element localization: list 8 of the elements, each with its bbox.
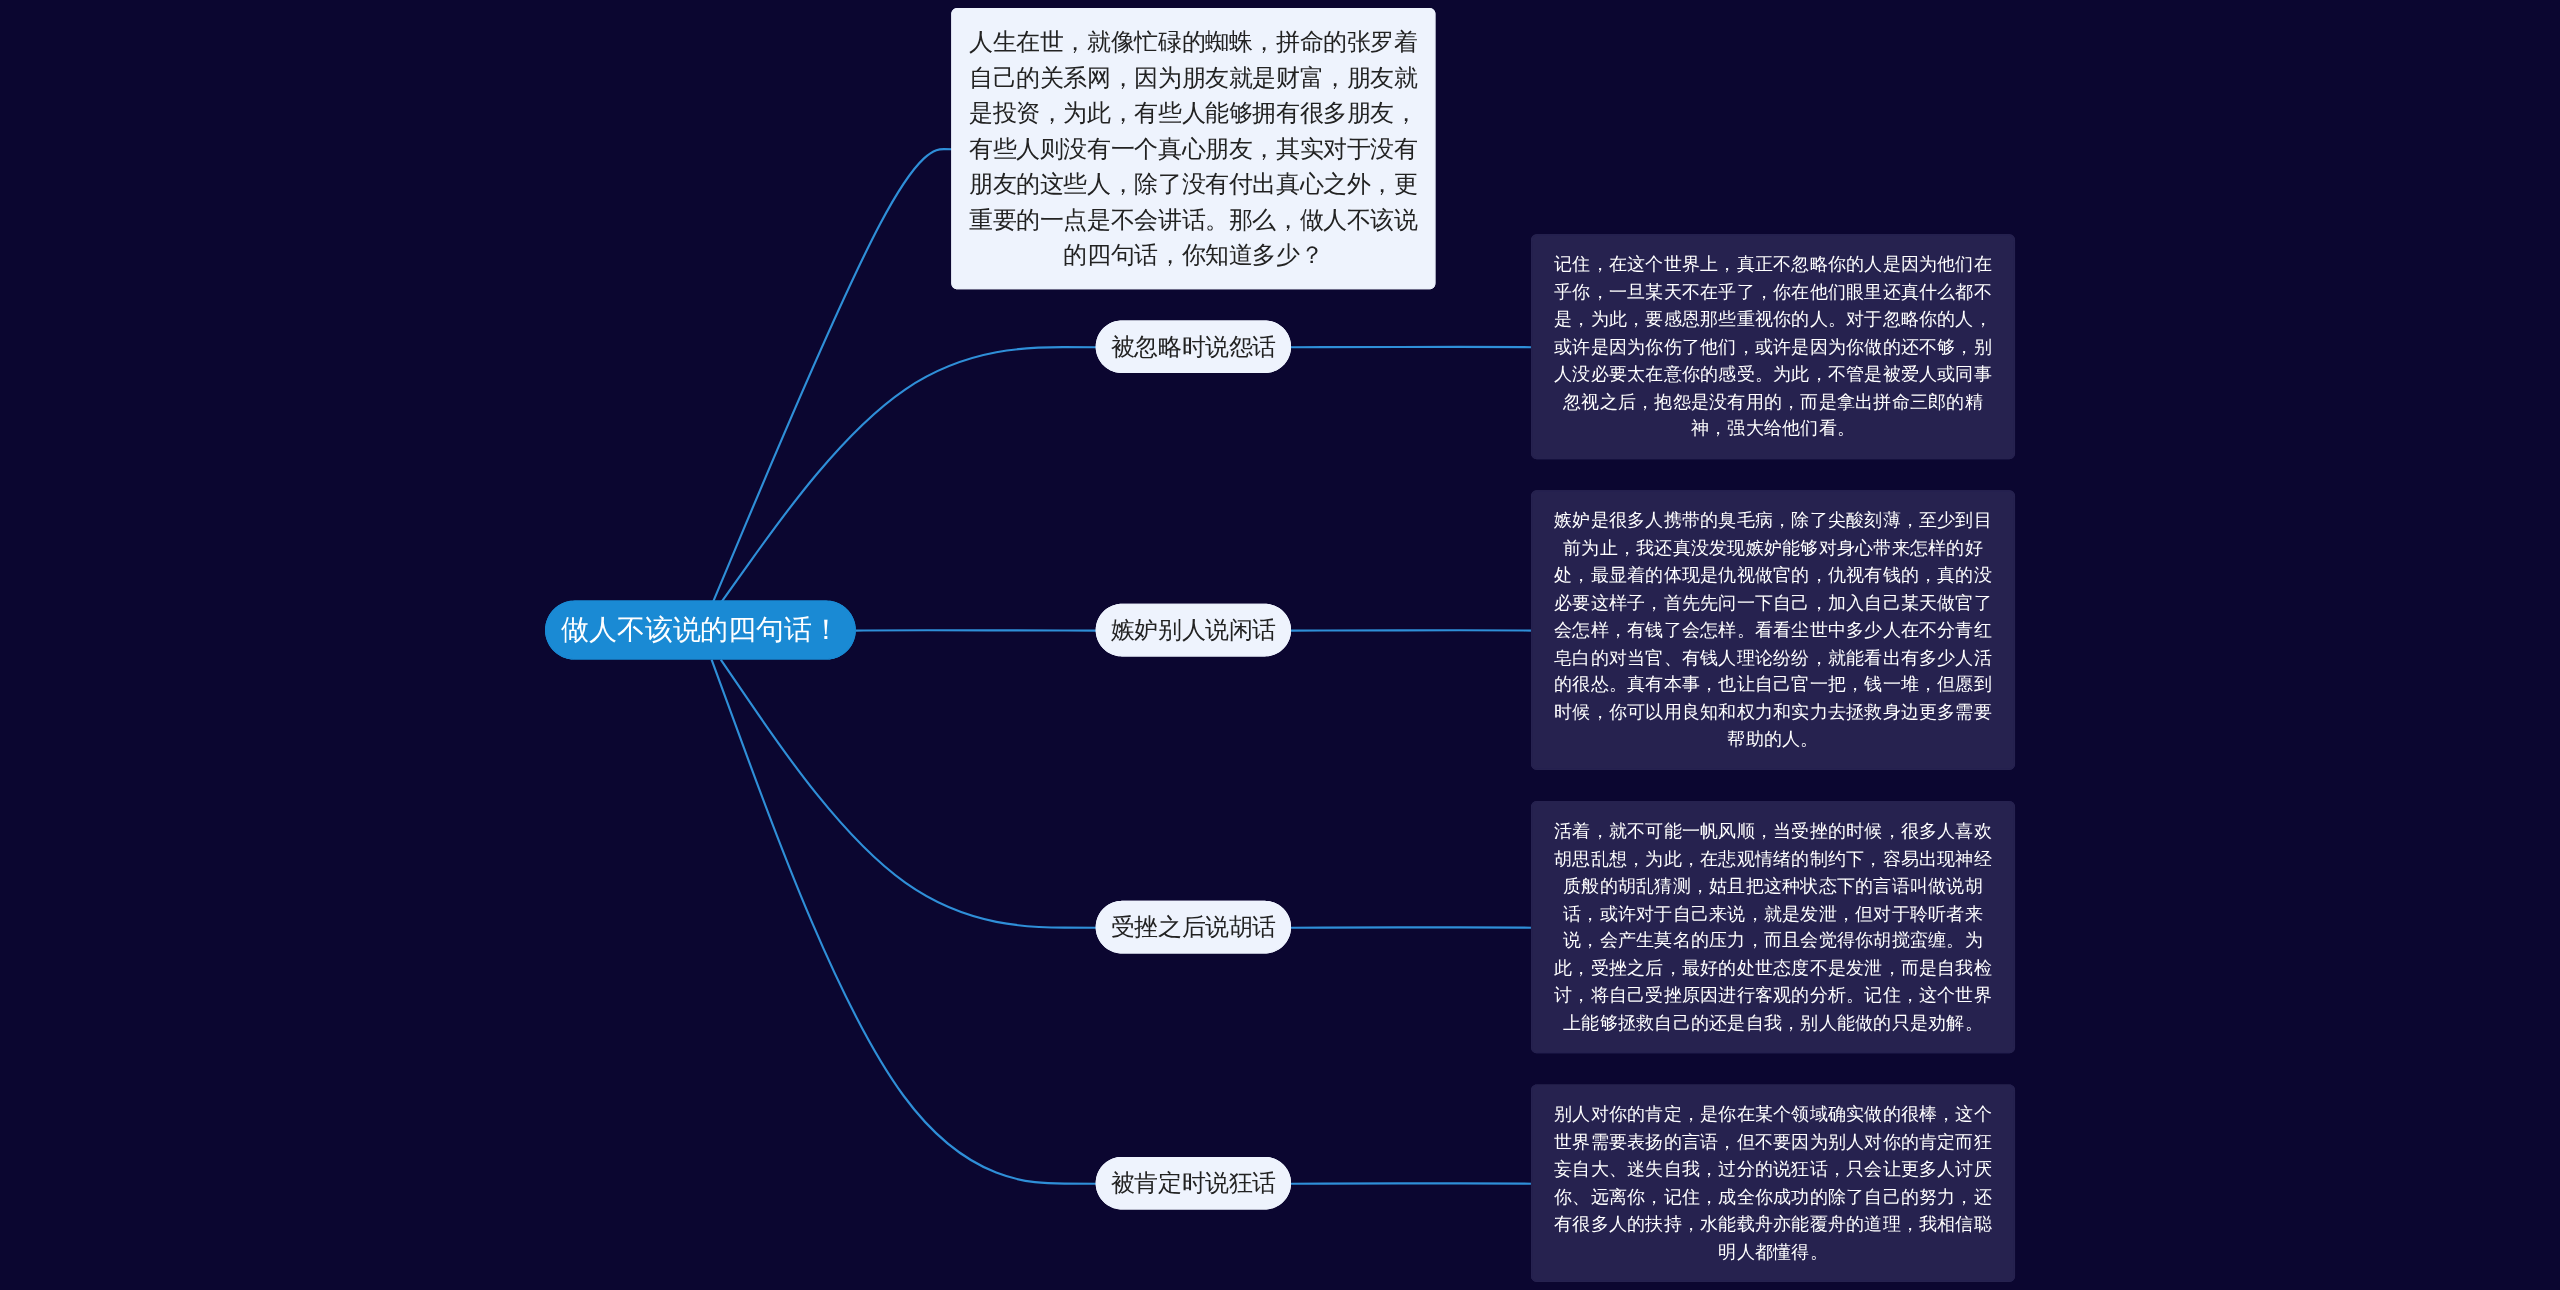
connector: [710, 659, 1097, 1185]
connector: [1290, 1182, 1532, 1185]
connector: [1290, 926, 1532, 929]
connector: [720, 346, 1097, 603]
connector: [855, 629, 1097, 632]
connector: [719, 659, 1097, 929]
connector: [1290, 345, 1532, 349]
connector: [1290, 629, 1532, 632]
